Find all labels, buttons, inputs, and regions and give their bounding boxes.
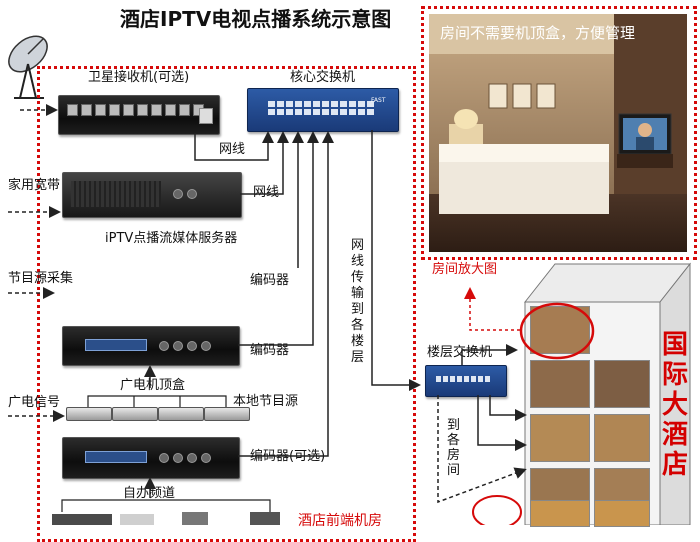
hotel-sign: 国际大酒店: [662, 330, 692, 480]
room-cell-8: [530, 500, 590, 527]
network-cable-label-2: 网线: [253, 185, 279, 200]
bottom-device-1: [52, 514, 112, 525]
bottom-highlight-circle: [465, 490, 525, 525]
satellite-receiver-label: 卫星接收机(可选): [88, 70, 189, 85]
set-top-box-4: [204, 407, 250, 421]
iptv-server-device: [62, 172, 242, 218]
encoder-label-2: 编码器: [250, 343, 289, 358]
bottom-cut-label: 酒店前端机房: [298, 514, 382, 529]
room-cell-5: [594, 414, 650, 462]
core-switch-label: 核心交换机: [290, 70, 355, 85]
bottom-device-3: [182, 512, 208, 525]
encoder-label-1: 编码器: [250, 273, 289, 288]
set-top-box-3: [158, 407, 204, 421]
to-rooms-label: 到各房间: [447, 418, 461, 478]
encoder-optional-label: 编码器(可选): [250, 449, 325, 464]
floor-switch-device: [425, 365, 507, 397]
core-switch-device: FAST: [247, 88, 399, 132]
switch-brand: FAST: [371, 97, 385, 104]
room-zoom-label: 房间放大图: [432, 262, 497, 277]
encoder-device-optional: [62, 437, 240, 479]
self-channel-label: 自办频道: [123, 486, 175, 501]
satellite-receiver-device: [58, 95, 220, 135]
set-top-box-1: [66, 407, 112, 421]
room-highlight-circle: [515, 300, 597, 362]
broadband-label: 家用宽带: [8, 178, 60, 193]
room-photo: [429, 14, 687, 252]
room-cell-4: [530, 414, 590, 462]
local-source-label: 本地节目源: [233, 394, 298, 409]
floor-switch-label: 楼层交换机: [427, 345, 492, 360]
network-cable-label-1: 网线: [219, 142, 245, 157]
program-collect-label: 节目源采集: [8, 271, 73, 286]
iptv-server-label: iPTV点播流媒体服务器: [105, 231, 237, 246]
tv-stb-label: 广电机顶盒: [120, 378, 185, 393]
encoder-device-2: [62, 326, 240, 366]
diagram-title: 酒店IPTV电视点播系统示意图: [120, 3, 391, 32]
bottom-device-2: [120, 514, 154, 525]
bottom-device-4: [250, 512, 280, 525]
room-cell-9: [594, 500, 650, 527]
room-cell-3: [594, 360, 650, 408]
tv-signal-label: 广电信号: [8, 395, 60, 410]
room-cell-2: [530, 360, 590, 408]
room-caption: 房间不需要机顶盒，方便管理: [440, 24, 635, 42]
vertical-cable-label: 网线传输到各楼层: [351, 238, 367, 366]
set-top-box-2: [112, 407, 158, 421]
